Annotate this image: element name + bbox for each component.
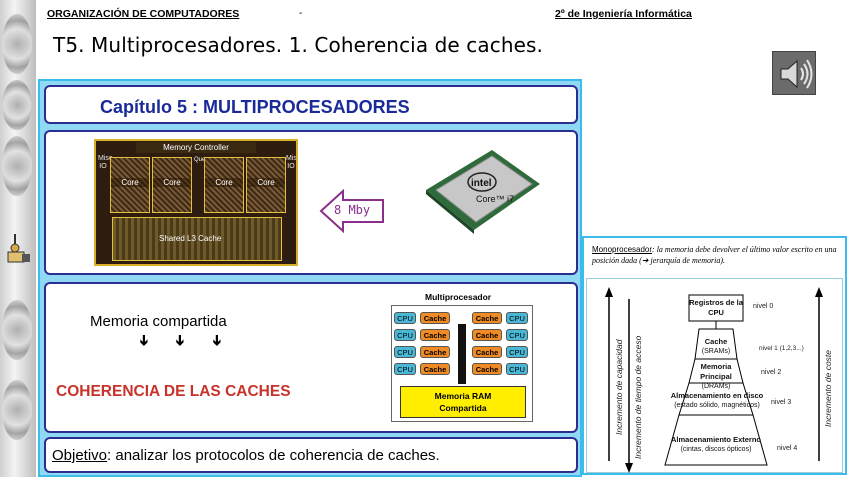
decorative-gear-shape	[2, 300, 32, 360]
monoprocessor-text: : la memoria debe devolver el último val…	[592, 245, 837, 265]
cache-block: Cache	[472, 312, 502, 324]
level-0-name: Registros de la CPU	[689, 298, 743, 317]
memory-controller-label: Memory Controller	[136, 142, 256, 153]
level-3-label: nivel 3	[771, 399, 792, 406]
die-core: Core	[246, 157, 286, 213]
level-0-label: nivel 0	[753, 303, 774, 310]
level-3-name: Almacenamiento en disco	[670, 391, 764, 400]
level-3-block: Almacenamiento en disco (estado sólido, …	[665, 391, 769, 410]
shared-memory-label: Memoria compartida	[90, 313, 227, 330]
multiprocessor-frame: CPU Cache Cache CPU CPU Cache Cache CPU …	[391, 305, 533, 422]
decorative-gear-shape	[2, 14, 32, 74]
cpu-block: CPU	[506, 312, 528, 324]
slide-title: T5. Multiprocesadores. 1. Coherencia de …	[53, 33, 544, 57]
die-queue: Queue	[194, 157, 213, 163]
chapter-box: Capítulo 5 : MULTIPROCESADORES	[44, 85, 578, 124]
person-computer-icon	[7, 234, 30, 263]
level-4-sub: (cintas, discos ópticos)	[680, 446, 752, 453]
objective-description: : analizar los protocolos de coherencia …	[107, 447, 440, 464]
processor-box: Memory Controller Misc IO Misc IO Core C…	[44, 130, 578, 275]
intel-chip-image: intel Core™ i7	[426, 150, 540, 234]
cache-block: Cache	[420, 312, 450, 324]
ram-label-line1: Memoria RAM	[434, 391, 492, 401]
level-0-block: Registros de la CPU	[689, 298, 743, 318]
objective-box: Objetivo: analizar los protocolos de coh…	[44, 437, 578, 473]
level-4-block: Almacenamiento Externo (cintas, discos ó…	[663, 435, 769, 454]
level-2-name: Memoria Principal	[700, 362, 732, 381]
decorative-gear-shape	[2, 380, 32, 440]
left-decorative-strip	[0, 0, 36, 477]
speaker-icon	[780, 59, 813, 89]
level-1-sub: (SRAMs)	[701, 348, 731, 355]
die-misc-io-right: Misc IO	[286, 155, 297, 170]
decorative-gear-shape	[2, 136, 32, 196]
level-4-name: Almacenamiento Externo	[670, 435, 762, 444]
level-2-block: Memoria Principal (DRAMs)	[685, 362, 747, 391]
degree-name: 2º de Ingeniería Informática	[555, 8, 692, 20]
monoprocessor-label: Monoprocesador	[592, 245, 653, 254]
chip-brand: intel	[471, 178, 492, 189]
main-panel: Capítulo 5 : MULTIPROCESADORES Memory Co…	[38, 79, 582, 477]
cpu-block: CPU	[394, 346, 416, 358]
course-name: ORGANIZACIÓN DE COMPUTADORES	[47, 8, 240, 20]
header-dash: -	[299, 8, 303, 19]
cost-increase-label: Incremento de coste	[823, 349, 833, 427]
cpu-block: CPU	[394, 312, 416, 324]
cache-block: Cache	[472, 329, 502, 341]
chapter-title: Capítulo 5 : MULTIPROCESADORES	[100, 97, 410, 117]
cache-block: Cache	[472, 363, 502, 375]
cpu-block: CPU	[394, 329, 416, 341]
cache-block: Cache	[420, 329, 450, 341]
cache-coherence-heading: COHERENCIA DE LAS CACHES	[56, 383, 291, 400]
cache-block: Cache	[420, 363, 450, 375]
processor-die-image: Memory Controller Misc IO Misc IO Core C…	[94, 139, 298, 266]
chip-model: Core™ i7	[476, 194, 514, 204]
cache-block: Cache	[472, 346, 502, 358]
die-misc-io-left: Misc IO	[98, 155, 113, 170]
level-1-label: nivel 1 (1,2,3...)	[759, 345, 804, 352]
hierarchy-pyramid	[605, 287, 823, 473]
multiprocessor-diagram: Multiprocesador CPU Cache Cache CPU CPU …	[391, 292, 533, 422]
down-arrow-icon: ➔	[136, 334, 153, 347]
shared-ram-block: Memoria RAM Compartida	[400, 386, 526, 418]
cpu-block: CPU	[394, 363, 416, 375]
level-2-label: nivel 2	[761, 369, 782, 376]
shared-memory-box: Memoria compartida ➔ ➔ ➔ COHERENCIA DE L…	[44, 282, 578, 433]
objective-label: Objetivo	[52, 447, 108, 464]
down-arrow-icon: ➔	[172, 334, 189, 347]
multiprocessor-title: Multiprocesador	[425, 292, 492, 302]
down-arrows: ➔ ➔ ➔	[128, 335, 233, 360]
level-1-block: Cache (SRAMs)	[695, 337, 737, 356]
hierarchy-diagram: Incremento de capacidad Incremento de ti…	[586, 278, 843, 473]
access-time-increase-label: Incremento de tiempo de acceso	[633, 335, 643, 459]
monoprocessor-note: Monoprocesador: la memoria debe devolver…	[592, 244, 842, 266]
cache-block: Cache	[420, 346, 450, 358]
left-arrow-icon	[319, 189, 384, 233]
level-2-sub: (DRAMs)	[701, 383, 731, 390]
cache-size-label: 8 Mby	[334, 203, 371, 217]
die-core: Core	[152, 157, 192, 213]
cpu-block: CPU	[506, 329, 528, 341]
cpu-block: CPU	[506, 346, 528, 358]
die-core: Core	[204, 157, 244, 213]
level-4-label: nivel 4	[777, 445, 798, 452]
objective-text: Objetivo: analizar los protocolos de coh…	[52, 447, 440, 464]
capacity-increase-label: Incremento de capacidad	[614, 339, 624, 435]
down-arrow-icon: ➔	[209, 334, 226, 347]
ram-label-line2: Compartida	[439, 403, 487, 413]
level-3-sub: (estado sólido, magnéticos)	[674, 402, 760, 409]
cpu-block: CPU	[506, 363, 528, 375]
decorative-gear-shape	[2, 80, 32, 130]
speaker-button[interactable]	[772, 51, 816, 95]
memory-hierarchy-panel: Monoprocesador: la memoria debe devolver…	[582, 236, 847, 475]
die-shared-cache: Shared L3 Cache	[112, 217, 282, 261]
level-1-name: Cache	[704, 337, 728, 346]
system-bus	[458, 324, 466, 384]
die-core: Core	[110, 157, 150, 213]
